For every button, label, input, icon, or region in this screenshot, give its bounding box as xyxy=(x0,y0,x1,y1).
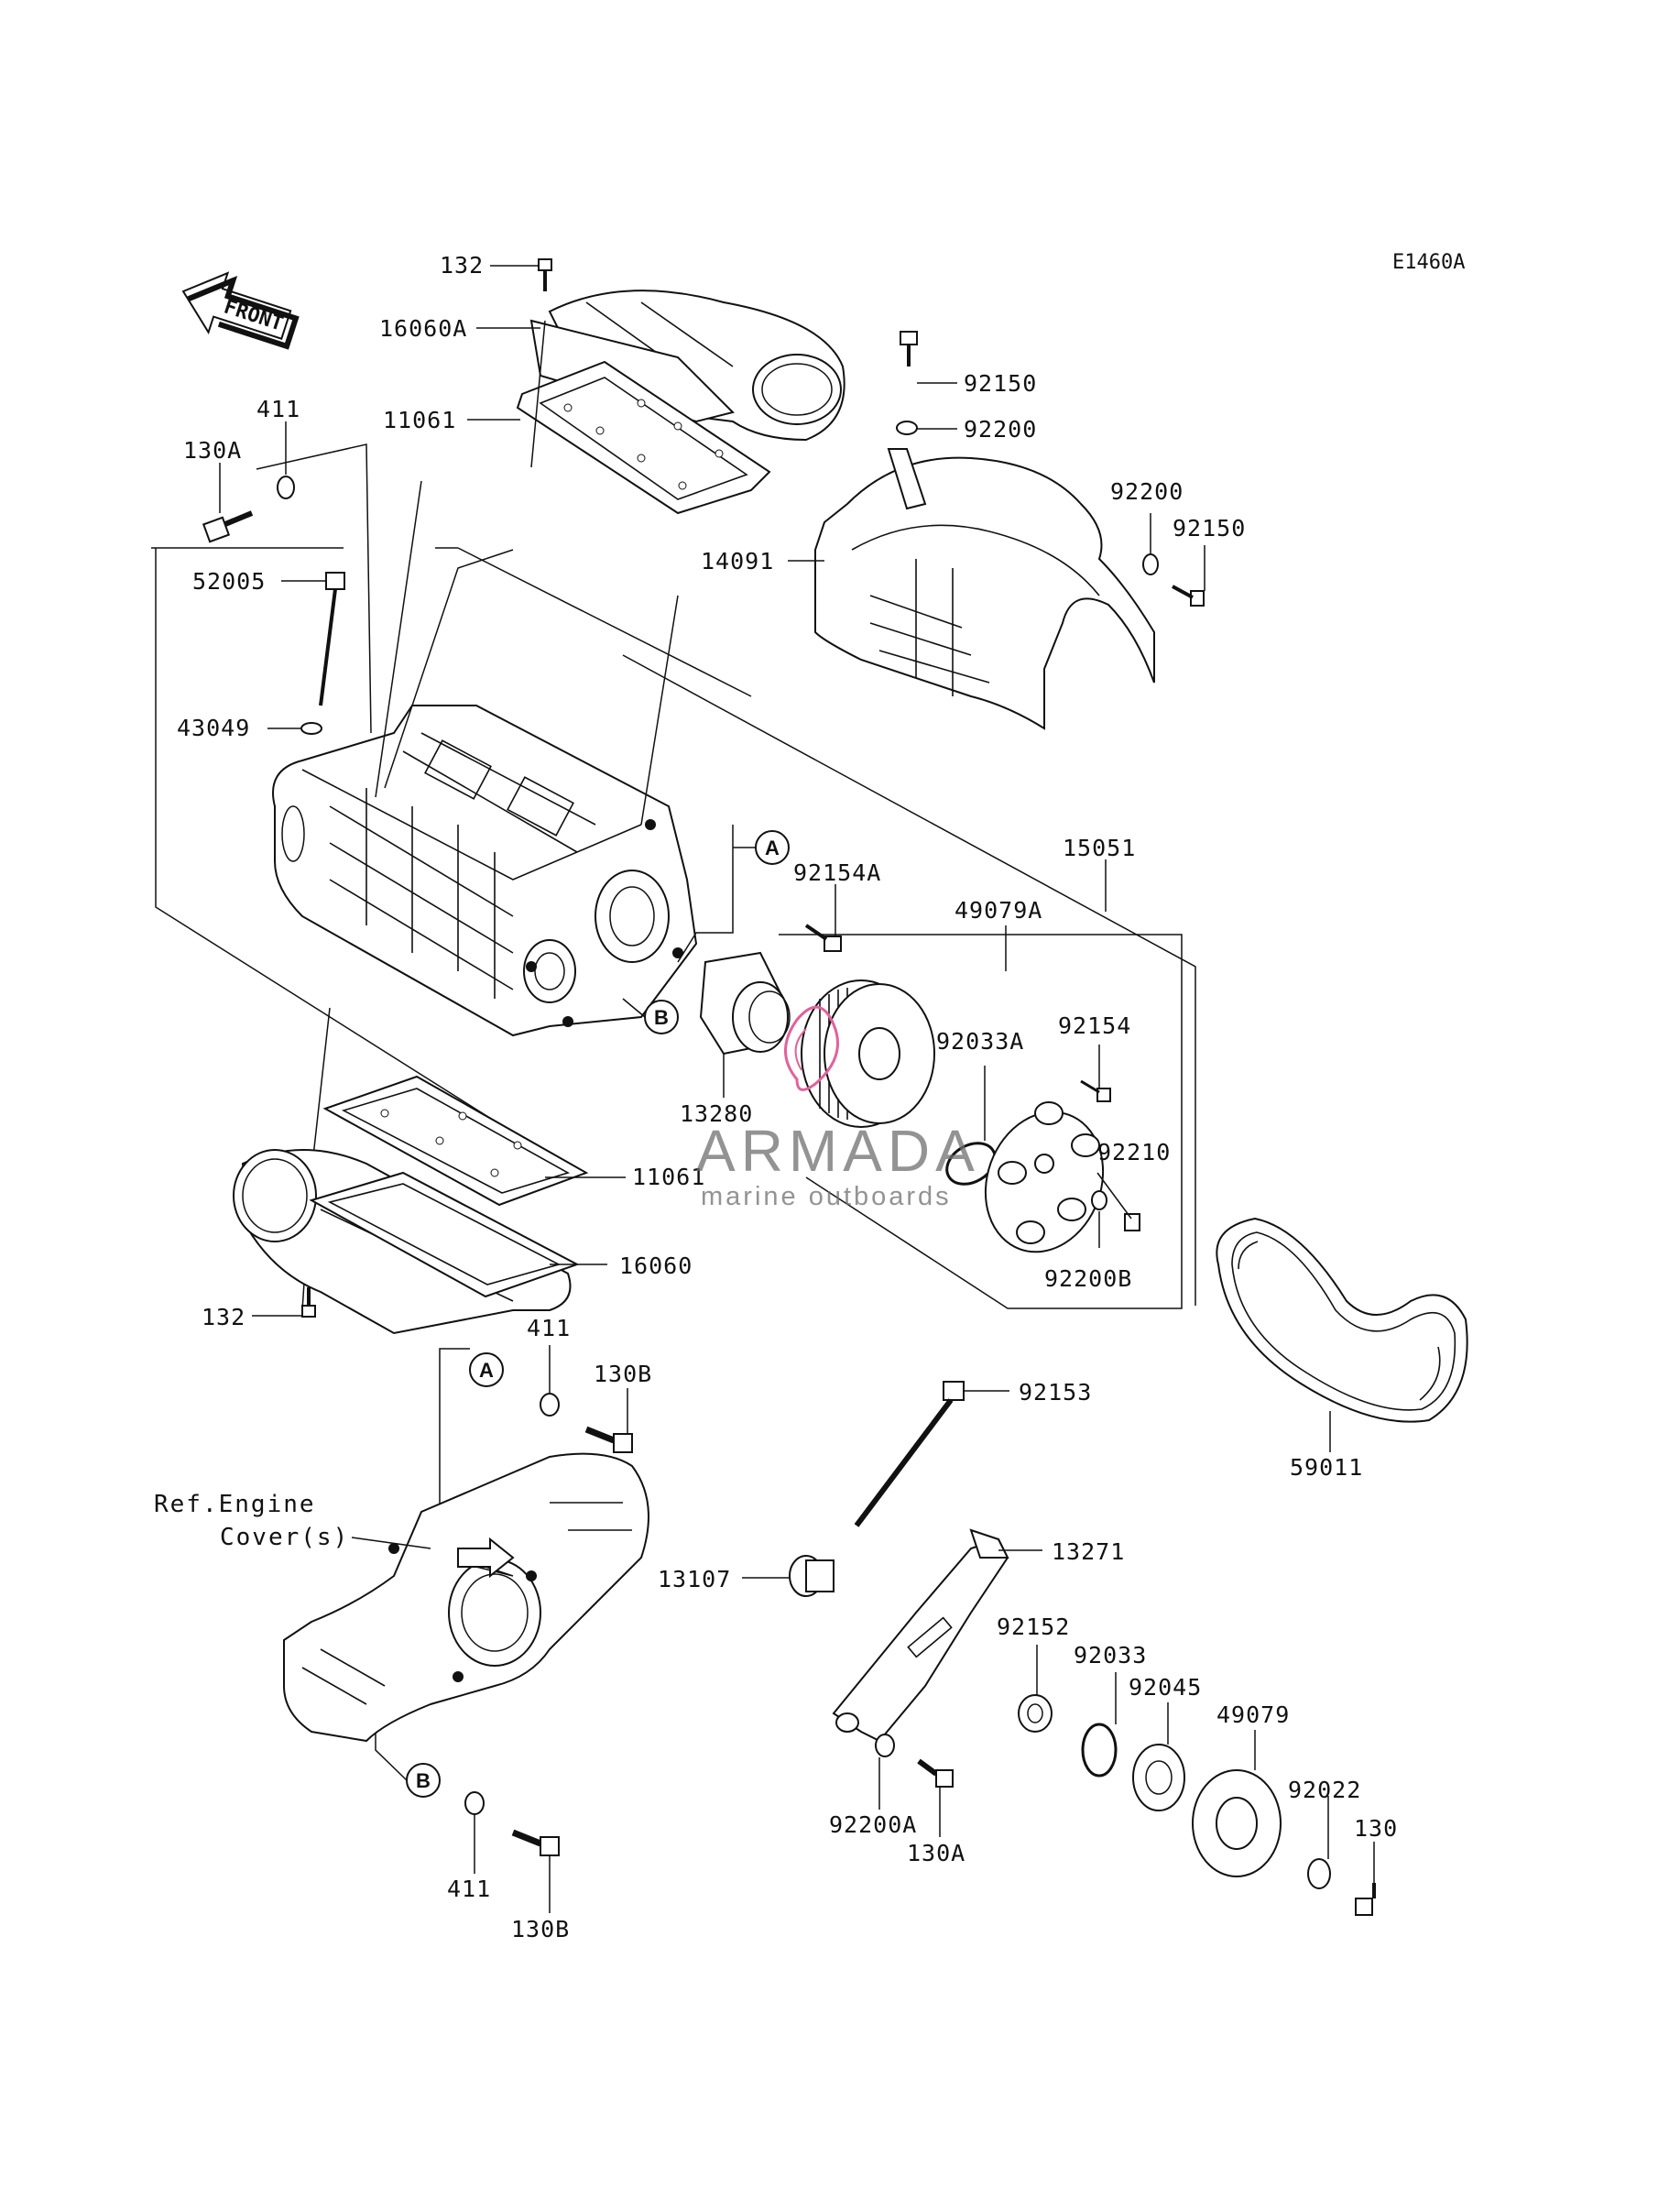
label-92033: 92033 xyxy=(1074,1642,1147,1668)
collar-13107-icon xyxy=(789,1555,835,1597)
label-16060: 16060 xyxy=(619,1253,693,1279)
callout-b-bottom: B xyxy=(375,1631,441,1798)
label-11061-top: 11061 xyxy=(383,407,456,433)
coupling-plate xyxy=(984,1101,1105,1253)
label-92022: 92022 xyxy=(1288,1777,1361,1803)
bolt-130B-top-icon xyxy=(584,1426,633,1453)
o-ring-43049-icon xyxy=(300,722,322,735)
bolt-132-bottom-icon xyxy=(301,1287,316,1318)
label-92154A: 92154A xyxy=(793,859,881,886)
bolt-130A-top-icon xyxy=(202,510,254,543)
pulley-49079A xyxy=(801,979,935,1128)
bolt-92150-top-icon xyxy=(900,331,918,366)
washer-92200-top-icon xyxy=(896,421,918,435)
svg-text:A: A xyxy=(765,837,780,859)
label-13271: 13271 xyxy=(1052,1538,1125,1565)
idler-pulley-49079 xyxy=(1192,1769,1282,1877)
label-43049: 43049 xyxy=(177,715,250,741)
label-11061-bottom: 11061 xyxy=(632,1164,705,1190)
watermark: ARMADA marine outboards xyxy=(696,1005,980,1211)
washer-92022-icon xyxy=(1307,1858,1331,1889)
snap-ring-92033A-icon xyxy=(945,1142,997,1186)
ref-engine-cover-line2: Cover(s) xyxy=(220,1524,349,1551)
lower-gasket-11061 xyxy=(322,1075,589,1207)
label-130A-bottom: 130A xyxy=(907,1840,965,1866)
label-92150-top: 92150 xyxy=(964,370,1037,397)
snap-ring-92033-icon xyxy=(1081,1723,1118,1778)
watermark-main: ARMADA xyxy=(696,1118,980,1184)
label-130B-bottom: 130B xyxy=(511,1916,570,1942)
label-92153: 92153 xyxy=(1019,1379,1092,1406)
label-92154: 92154 xyxy=(1058,1012,1131,1039)
label-13280: 13280 xyxy=(680,1100,753,1127)
diagram-code: E1460A xyxy=(1392,251,1465,274)
washer-411-top-icon xyxy=(277,476,295,499)
svg-text:A: A xyxy=(479,1359,494,1382)
bolt-130B-bottom-icon xyxy=(511,1829,560,1856)
oil-plug-52005-icon xyxy=(319,572,345,706)
label-130: 130 xyxy=(1354,1815,1398,1842)
label-49079: 49079 xyxy=(1216,1701,1290,1728)
svg-text:B: B xyxy=(654,1006,669,1029)
label-16060A: 16060A xyxy=(379,315,467,342)
label-49079A: 49079A xyxy=(955,897,1042,924)
upper-gasket-16060A xyxy=(529,319,735,423)
engine-cover xyxy=(283,1452,649,1743)
bearing-92045-icon xyxy=(1132,1744,1185,1811)
front-arrow-icon: FRONT xyxy=(181,271,300,350)
bolt-92150-right-icon xyxy=(1172,585,1205,607)
label-130A-top: 130A xyxy=(183,437,242,464)
label-130B-top: 130B xyxy=(594,1361,652,1387)
label-52005: 52005 xyxy=(192,568,266,595)
label-13107: 13107 xyxy=(658,1566,731,1592)
watermark-logo-icon xyxy=(784,1005,839,1091)
supercharger-cover-14091 xyxy=(814,448,1155,730)
callout-b-top: B xyxy=(622,998,679,1034)
svg-text:B: B xyxy=(416,1769,431,1792)
watermark-sub: marine outboards xyxy=(701,1182,952,1211)
label-92200-top: 92200 xyxy=(964,416,1037,443)
label-59011: 59011 xyxy=(1290,1454,1363,1481)
bolt-92153-icon xyxy=(854,1381,965,1527)
label-92045: 92045 xyxy=(1129,1674,1202,1701)
callout-a-bottom: A xyxy=(439,1348,504,1576)
bolt-130A-bottom-icon xyxy=(917,1758,954,1788)
label-92210: 92210 xyxy=(1097,1139,1171,1165)
drive-flange-13280 xyxy=(699,951,791,1056)
label-92033A: 92033A xyxy=(936,1028,1024,1055)
label-14091: 14091 xyxy=(701,548,774,574)
tensioner-bracket-13271 xyxy=(832,1528,1009,1743)
nut-92210-icon xyxy=(1124,1213,1140,1231)
part-number-labels: 132 16060A 11061 411 130A 52005 43049 92… xyxy=(177,252,1398,1942)
supercharger-housing xyxy=(272,705,698,1037)
label-92150-right: 92150 xyxy=(1173,515,1246,542)
drive-belt-59011 xyxy=(1216,1217,1468,1423)
bolt-132-top-icon xyxy=(538,258,552,291)
upper-gasket-11061 xyxy=(516,360,771,515)
bolt-130-icon xyxy=(1355,1883,1376,1916)
washer-92200-right-icon xyxy=(1142,553,1159,575)
ref-engine-cover-line1: Ref.Engine xyxy=(154,1491,316,1518)
washer-92200A-icon xyxy=(875,1734,895,1757)
washer-411-bottom-icon xyxy=(464,1791,485,1815)
label-411-bottom: 411 xyxy=(447,1876,491,1902)
label-92152: 92152 xyxy=(997,1614,1070,1640)
label-92200A: 92200A xyxy=(829,1811,917,1838)
callout-a-top: A xyxy=(733,830,790,865)
label-132-top: 132 xyxy=(440,252,484,279)
leader-lines xyxy=(219,265,1375,1913)
bushing-92152-icon xyxy=(1018,1694,1053,1733)
washer-92200B-icon xyxy=(1091,1190,1107,1210)
bolt-92154A-icon xyxy=(804,924,842,952)
label-132-bottom: 132 xyxy=(202,1304,245,1330)
label-411-mid: 411 xyxy=(527,1315,571,1341)
label-92200-right: 92200 xyxy=(1110,478,1184,505)
bolt-92154-icon xyxy=(1080,1079,1111,1102)
label-15051: 15051 xyxy=(1063,835,1136,861)
label-92200B: 92200B xyxy=(1044,1265,1132,1292)
label-411-top: 411 xyxy=(256,396,300,422)
washer-411-mid-icon xyxy=(540,1393,560,1417)
